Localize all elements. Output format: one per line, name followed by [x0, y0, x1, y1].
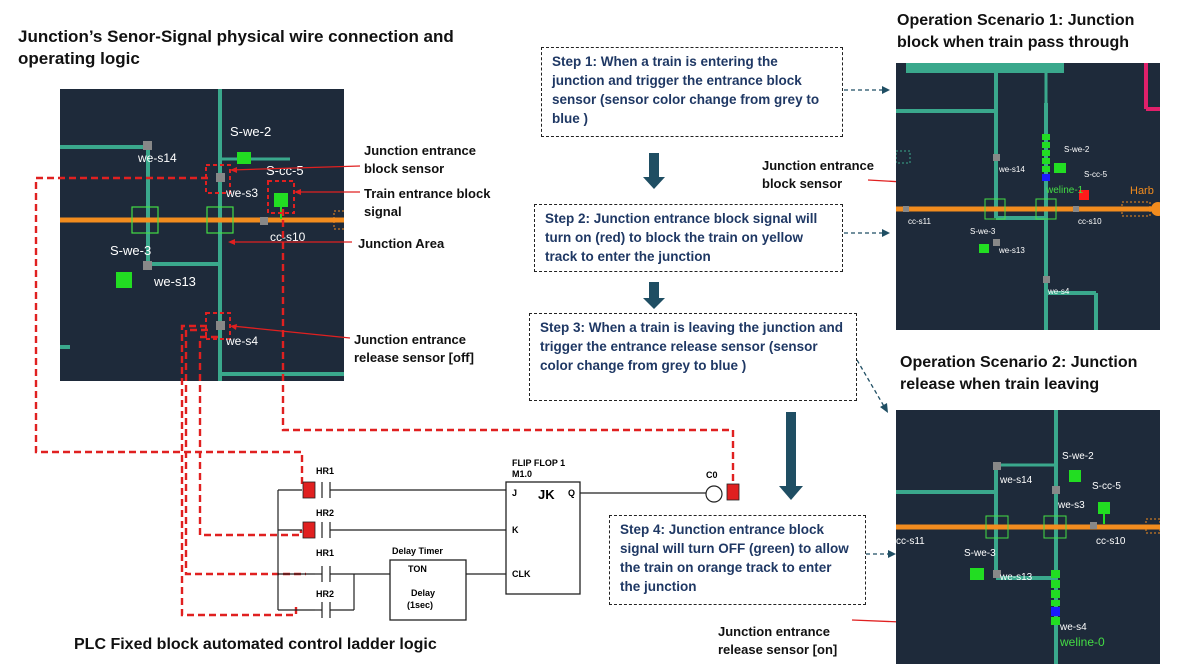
- pin-j: J: [512, 488, 518, 498]
- coil-marker: [726, 483, 740, 501]
- timer-delay: Delay: [411, 588, 436, 598]
- callout-release-sensor-off: Junction entrance release sensor [off]: [354, 332, 474, 365]
- pin-q: Q: [568, 488, 576, 498]
- svg-text:we-s4: we-s4: [1059, 622, 1087, 633]
- label-we-s3: we-s3: [225, 186, 258, 200]
- s1-top-bar: [906, 63, 1064, 73]
- svg-text:S-cc-5: S-cc-5: [1084, 170, 1108, 179]
- junction-map: S-we-2 we-s14 S-cc-5 we-s3 cc-s10 S-we-3…: [60, 89, 344, 381]
- svg-text:cc-s11: cc-s11: [908, 217, 932, 226]
- svg-text:cc-s11: cc-s11: [896, 536, 925, 547]
- callout-entrance-block-sensor: Junction entrance block sensor: [364, 143, 476, 176]
- s1-sensor-blue: [1042, 174, 1050, 181]
- ladder-title: PLC Fixed block automated control ladder…: [74, 636, 437, 653]
- timer-type: TON: [408, 564, 427, 574]
- left-title: Junction’s Senor-Signal physical wire co…: [18, 27, 454, 68]
- timer-time: (1sec): [407, 600, 434, 610]
- label-we-s13: we-s13: [153, 274, 196, 289]
- hr2-contact-marker: [302, 521, 316, 539]
- svg-text:weline-1: weline-1: [1045, 185, 1084, 196]
- svg-text:we-s3: we-s3: [1057, 500, 1085, 511]
- s2-train: [1051, 570, 1060, 625]
- svg-text:we-s14: we-s14: [998, 165, 1025, 174]
- s1-train: [1042, 134, 1050, 172]
- callout-s1-block-sensor: Junction entrance block sensor: [762, 158, 874, 191]
- label-s-we-3: S-we-3: [110, 243, 151, 258]
- svg-text:Harb: Harb: [1130, 185, 1154, 197]
- ladder-hr2-label: HR2: [316, 508, 335, 518]
- wire-connections: [34, 176, 735, 617]
- coil-c0-label: C0: [706, 470, 718, 480]
- step-4-box: Step 4: Junction entrance block signal w…: [609, 515, 866, 605]
- svg-text:S-we-2: S-we-2: [1062, 451, 1094, 462]
- svg-text:we-s13: we-s13: [998, 246, 1025, 255]
- sensor-we-s14: [143, 141, 152, 150]
- delay-timer-box: [389, 559, 467, 621]
- label-cc-s10: cc-s10: [270, 230, 306, 244]
- scenario2-panel: S-we-2 we-s14 S-cc-5 we-s3 cc-s11 cc-s10…: [896, 410, 1160, 664]
- ladder-hr1-lower-label: HR1: [316, 548, 335, 558]
- label-we-s14: we-s14: [137, 151, 177, 165]
- junction-area-left: [131, 206, 159, 234]
- pin-k: K: [512, 525, 519, 535]
- label-s-we-2: S-we-2: [230, 124, 271, 139]
- highlight-block-signal: [267, 180, 295, 214]
- svg-text:we-s4: we-s4: [1047, 287, 1070, 296]
- step-arrows: [643, 153, 803, 500]
- sensor-we-s13: [143, 261, 152, 270]
- scenario1-map: S-we-2 S-cc-5 we-s14 weline-1 Harb cc-s1…: [896, 63, 1160, 330]
- step-2-box: Step 2: Junction entrance block signal w…: [534, 204, 843, 272]
- ladder-logic: [277, 482, 723, 618]
- svg-text:we-s14: we-s14: [999, 475, 1033, 486]
- wire-release-sensor-hr2-a: [198, 335, 303, 537]
- callout-s2-release-sensor-on: Junction entrance release sensor [on]: [718, 624, 838, 657]
- svg-text:S-we-3: S-we-3: [964, 548, 996, 559]
- sensor-we-s4: [216, 321, 225, 330]
- svg-text:S-we-2: S-we-2: [1064, 145, 1090, 154]
- signal-s-we-2: [237, 152, 251, 164]
- ladder-hr2-lower-label: HR2: [316, 589, 335, 599]
- flip-flop-address: M1.0: [512, 469, 533, 479]
- svg-text:cc-s10: cc-s10: [1078, 217, 1102, 226]
- callout-train-entrance-block-signal: Train entrance block signal: [364, 186, 491, 219]
- s2-sensor-blue: [1051, 607, 1060, 616]
- svg-text:weline-0: weline-0: [1059, 635, 1105, 649]
- signal-s-we-3: [116, 272, 132, 288]
- label-we-s4: we-s4: [225, 334, 258, 348]
- svg-text:S-cc-5: S-cc-5: [1092, 481, 1121, 492]
- scenario2-title: Operation Scenario 2: Junction release w…: [900, 354, 1138, 393]
- wire-block-sensor: [34, 176, 304, 488]
- flip-flop-jk: JK: [538, 487, 555, 502]
- step-1-box: Step 1: When a train is entering the jun…: [541, 47, 843, 137]
- svg-text:S-we-3: S-we-3: [970, 227, 996, 236]
- hr1-contact-marker: [302, 481, 316, 499]
- orange-track-end: [333, 210, 344, 230]
- wire-release-sensor-hr2: [180, 324, 298, 617]
- highlight-block-sensor: [205, 164, 231, 194]
- timer-title: Delay Timer: [392, 546, 443, 556]
- scenario2-map: S-we-2 we-s14 S-cc-5 we-s3 cc-s11 cc-s10…: [896, 410, 1160, 664]
- svg-text:cc-s10: cc-s10: [1096, 536, 1126, 547]
- wire-release-sensor-hr1: [184, 328, 306, 576]
- ladder-hr1-label: HR1: [316, 466, 335, 476]
- s1-signal-red: [1079, 190, 1089, 200]
- flip-flop-title: FLIP FLOP 1: [512, 458, 566, 468]
- wire-block-signal-c0: [281, 209, 735, 484]
- svg-text:we-s13: we-s13: [999, 572, 1033, 583]
- callout-junction-area: Junction Area: [358, 236, 445, 251]
- step-3-box: Step 3: When a train is leaving the junc…: [529, 313, 857, 401]
- sensor-we-s3: [216, 173, 225, 182]
- flip-flop-box: [505, 481, 581, 595]
- scenario1-title: Operation Scenario 1: Junction block whe…: [897, 12, 1135, 51]
- signal-s-cc-5: [274, 193, 288, 207]
- scenario1-panel: S-we-2 S-cc-5 we-s14 weline-1 Harb cc-s1…: [896, 63, 1160, 330]
- sensor-cc-s10: [260, 217, 268, 225]
- pin-clk: CLK: [512, 569, 531, 579]
- label-s-cc-5: S-cc-5: [266, 163, 304, 178]
- junction-area-right: [206, 206, 234, 234]
